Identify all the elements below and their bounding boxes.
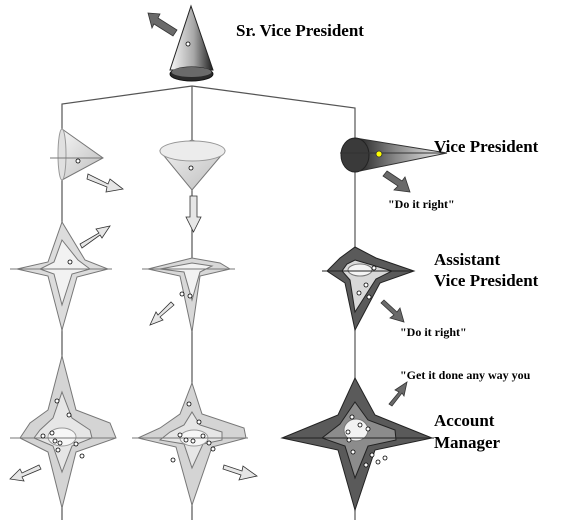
- left-vp-arrow-icon: [86, 173, 124, 193]
- avp-quote: "Do it right": [400, 325, 467, 339]
- left-am-shape: [10, 354, 117, 509]
- am-label-line2: Manager: [434, 433, 501, 452]
- left-avp-shape: [10, 220, 112, 332]
- avp-label-line2: Vice President: [434, 271, 539, 290]
- left-vp-shape: [50, 128, 104, 181]
- vp-arrow-icon: [382, 170, 411, 193]
- avp-arrow-icon: [380, 299, 405, 323]
- center-vp-arrow-icon: [185, 195, 202, 233]
- left-am-arrow-icon: [9, 464, 42, 482]
- center-am-shape: [132, 381, 248, 507]
- am-label-line1: Account: [434, 411, 495, 430]
- center-avp-shape: [142, 257, 235, 333]
- avp-label-line1: Assistant: [434, 250, 501, 269]
- svp-label: Sr. Vice President: [236, 21, 364, 40]
- svp-arrow-icon: [147, 12, 178, 37]
- vp-shape: [340, 137, 448, 173]
- vp-quote: "Do it right": [388, 197, 455, 211]
- vp-label: Vice President: [434, 137, 539, 156]
- center-avp-arrow-icon: [149, 301, 175, 326]
- am-quote: "Get it done any way you: [400, 368, 531, 382]
- am-arrow-icon: [388, 381, 408, 407]
- avp-shape: [322, 246, 416, 332]
- am-shape: [280, 376, 434, 512]
- center-vp-shape: [159, 139, 226, 191]
- left-avp-arrow-icon: [79, 225, 111, 249]
- direction-arrows: [9, 12, 411, 482]
- center-am-arrow-icon: [222, 464, 258, 481]
- svp-cone-shape: [169, 4, 214, 82]
